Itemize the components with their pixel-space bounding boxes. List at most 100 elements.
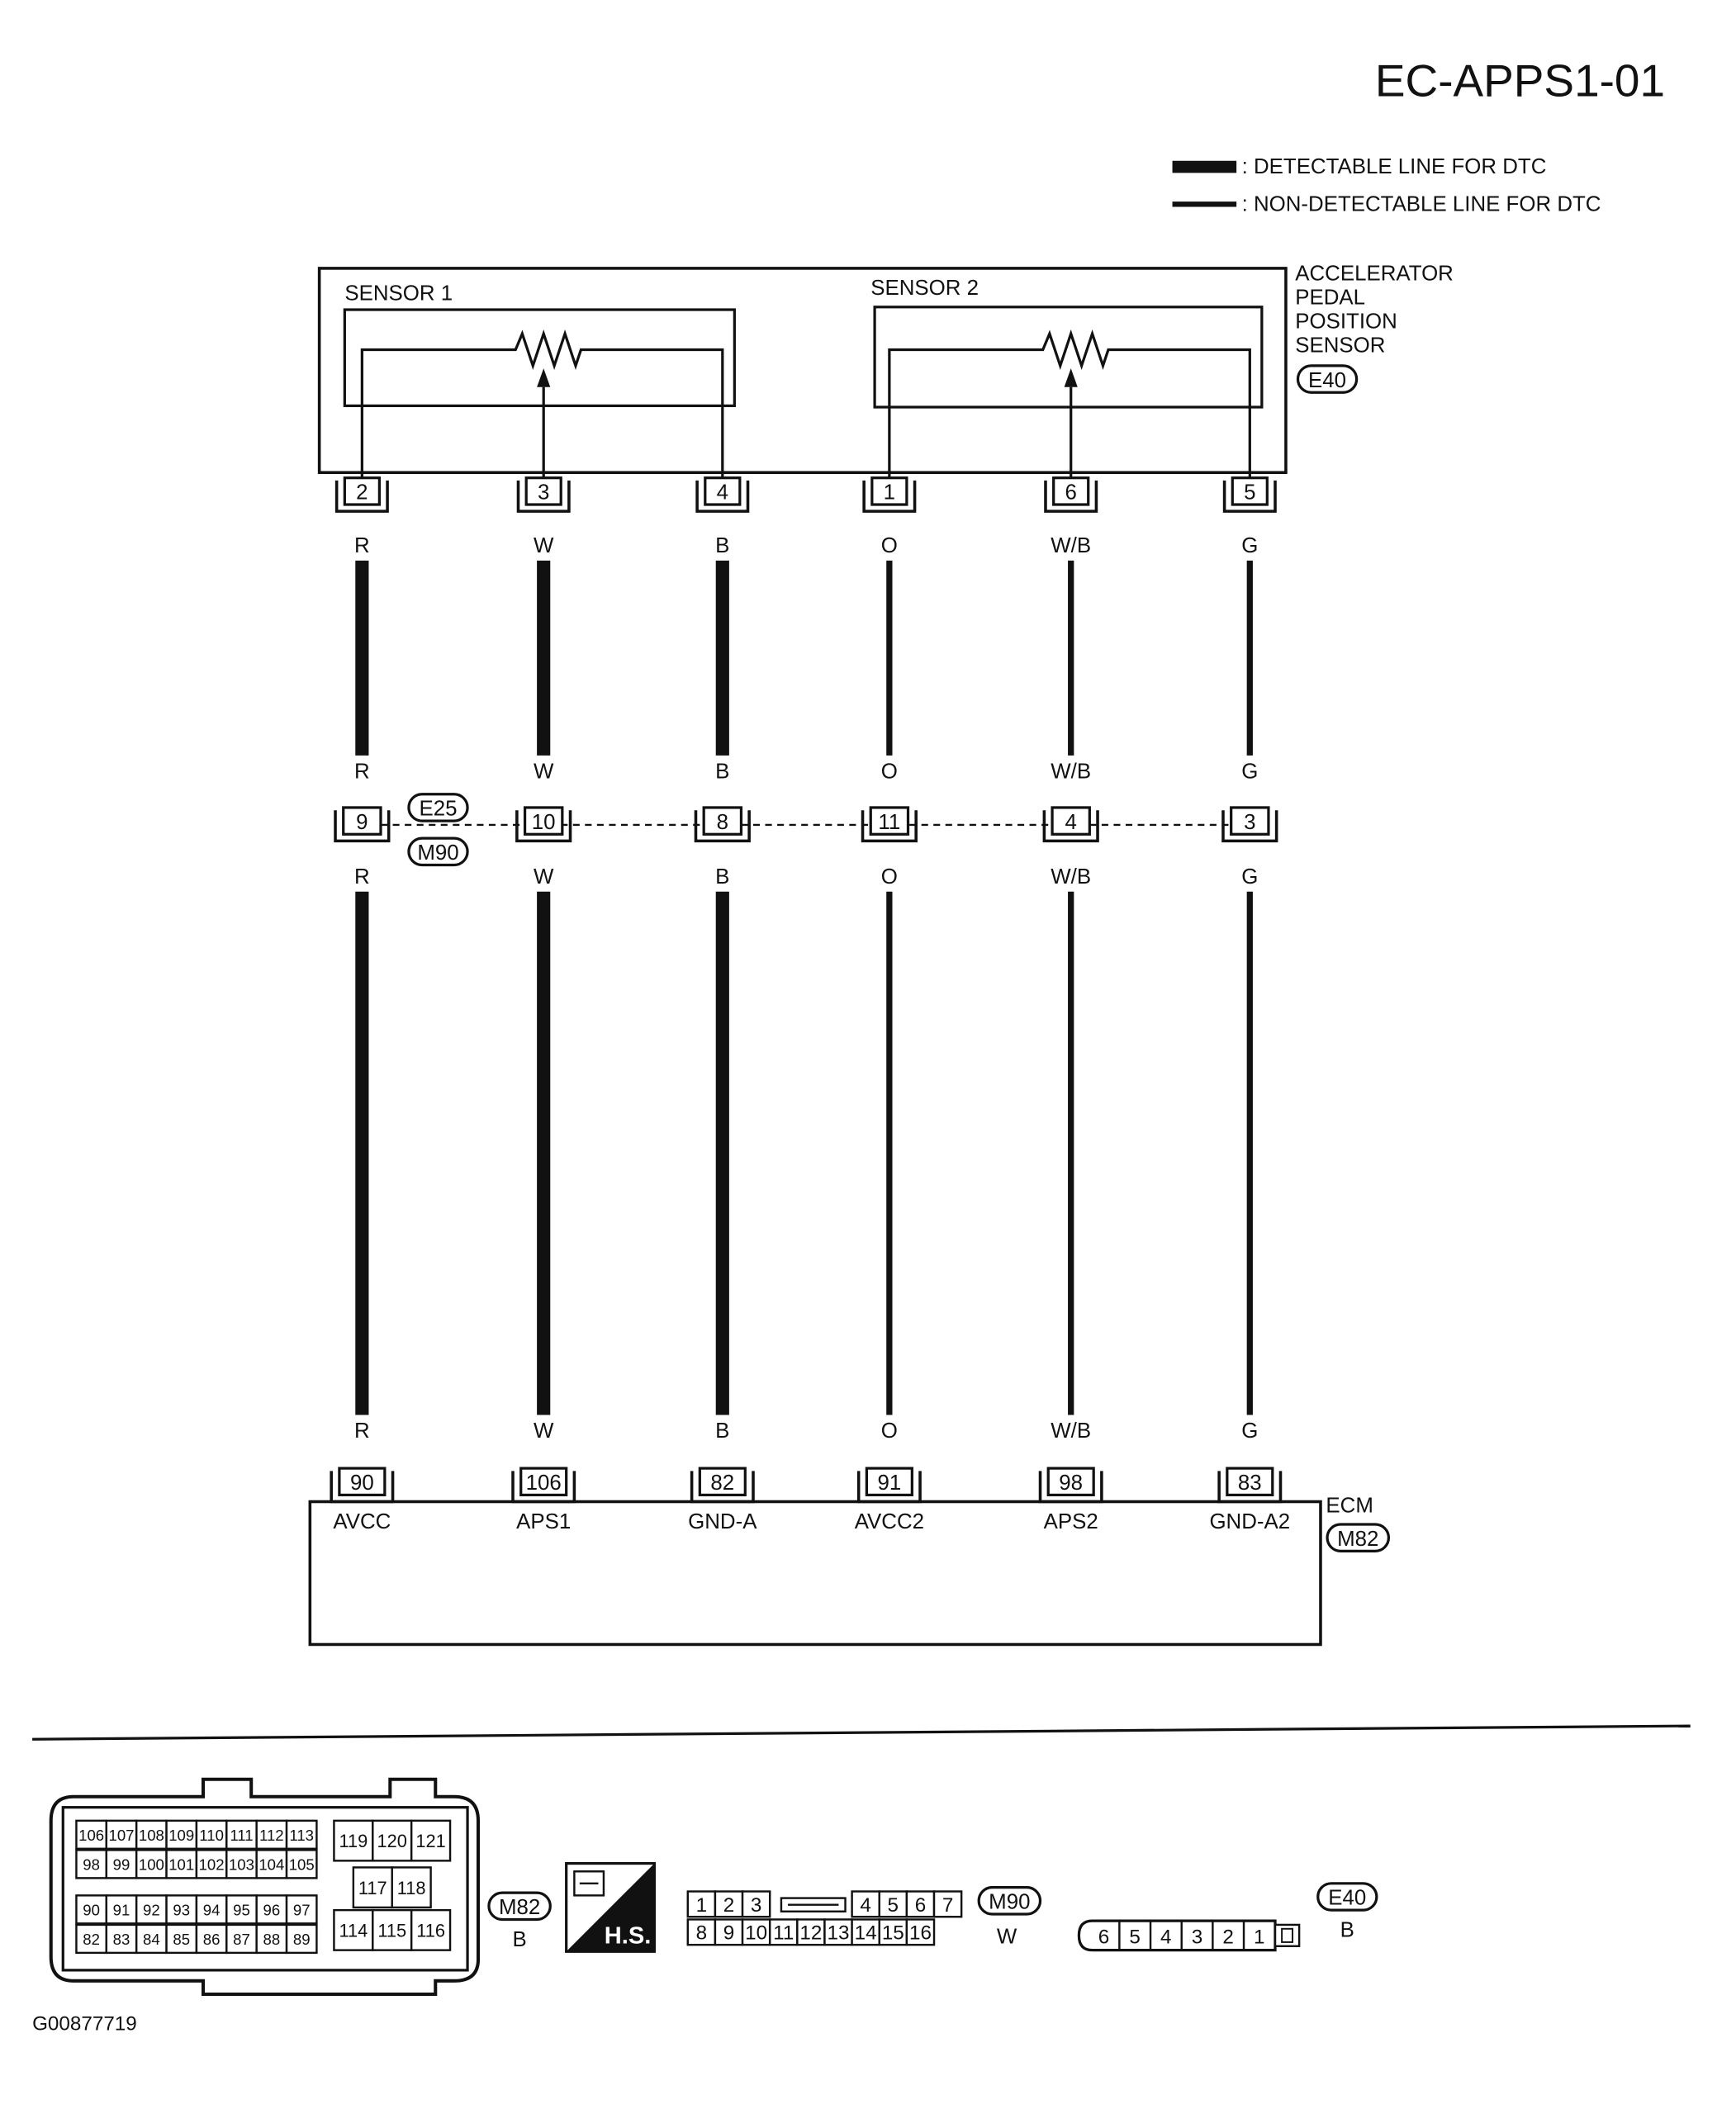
sensor1-box [343, 308, 736, 408]
sensor-pin-3-bracket [516, 480, 571, 513]
ecm-connector-badge [1326, 1523, 1391, 1552]
m82-pin-110-number: 110 [199, 1827, 224, 1844]
sensor-pin-3-box [524, 476, 562, 506]
joint-pin-4: 4 [1042, 806, 1099, 843]
m82-pin-93-number: 93 [173, 1902, 190, 1919]
ecm-pin-106-bracket [511, 1471, 576, 1504]
ecm-pin-98-number: 98 [1059, 1472, 1083, 1495]
m82-pin-97-cell [285, 1894, 318, 1925]
m90-color: W [997, 1926, 1017, 1949]
sensor2-wiper-arrow [1064, 368, 1078, 387]
sensor-pin-5-box [1231, 476, 1269, 506]
m82-pin-108-number: 108 [139, 1827, 164, 1844]
m90-pin-9-cell [714, 1918, 744, 1946]
m82-pin-116: 116 [410, 1908, 452, 1951]
m82-pin-119: 119 [333, 1819, 374, 1862]
m82-pin-88-number: 88 [263, 1931, 281, 1948]
m82-pin-83: 83 [105, 1923, 138, 1955]
sensor-pin-4-number: 4 [717, 481, 728, 505]
joint-pin-4-number: 4 [1065, 811, 1077, 834]
sensor-pin-1: 1 [862, 476, 917, 513]
wire-4-color-4: O [881, 1419, 898, 1443]
sensor-title-line-3: POSITION [1295, 310, 1397, 334]
e40-pin-1-number: 1 [1254, 1927, 1264, 1949]
m90-pin-14-number: 14 [855, 1922, 877, 1945]
ecm-box [308, 1500, 1322, 1647]
ecm-pin-91-box [865, 1467, 913, 1497]
m82-pin-86: 86 [195, 1923, 228, 1955]
joint-pin-10-number: 10 [532, 811, 556, 834]
ecm-pin-106-box [519, 1467, 568, 1497]
sensor-pin-2-number: 2 [356, 481, 368, 505]
joint-pin-8-box [702, 806, 743, 836]
ecm-terminal-name-aps1: APS1 [516, 1510, 571, 1533]
m90-pin-6-number: 6 [915, 1894, 926, 1917]
sensor-pin-2-box [343, 476, 381, 506]
m82-pin-85-cell [165, 1923, 198, 1955]
m82-pin-107-cell [105, 1819, 138, 1851]
sensor-title-line-2: PEDAL [1295, 287, 1365, 310]
m90-pin-14-cell [851, 1918, 880, 1946]
m82-pin-116-cell [410, 1908, 452, 1951]
m82-pin-91: 91 [105, 1894, 138, 1925]
sensor-pin-2: 2 [334, 476, 389, 513]
ecm-pin-82-box [698, 1467, 747, 1497]
sensor-pin-5: 5 [1222, 476, 1277, 513]
sensor-title-line-1: ACCELERATOR [1295, 262, 1454, 285]
m82-pin-119-cell [333, 1819, 374, 1862]
image-code: G00877719 [32, 2013, 137, 2036]
ecm-pin-90-bracket [330, 1471, 395, 1504]
m82-pin-119-number: 119 [339, 1831, 368, 1851]
m90-pin-10: 10 [741, 1918, 771, 1946]
e40-pin-5-number: 5 [1129, 1927, 1140, 1949]
m82-pin-106-number: 106 [78, 1827, 104, 1844]
m90-pin-4-number: 4 [860, 1894, 870, 1917]
m82-pin-97-number: 97 [293, 1902, 311, 1919]
wire-5-color-3: W/B [1051, 865, 1091, 889]
legend: : DETECTABLE LINE FOR DTC : NON-DETECTAB… [1172, 155, 1601, 216]
wire-5-color-2: W/B [1051, 760, 1091, 783]
joint-pin-10-box [523, 806, 564, 836]
ecm-pin-83-box [1226, 1467, 1274, 1497]
m90-pin-14: 14 [851, 1918, 880, 1946]
joint-pin-9-box [342, 806, 382, 836]
wire-3-color-1: B [715, 534, 729, 557]
m90-pin-5-number: 5 [888, 1894, 899, 1917]
wire-3-color-3: B [715, 865, 729, 889]
m82-pin-90-number: 90 [83, 1902, 100, 1919]
ecm-pin-90: 90 [330, 1467, 395, 1504]
m82-pin-100-number: 100 [139, 1856, 164, 1874]
m82-pin-109-cell [165, 1819, 198, 1851]
e40-pin-6: 6 [1098, 1927, 1109, 1949]
ecm-connector-id: M82 [1337, 1528, 1378, 1551]
m90-pin-3-number: 3 [751, 1894, 761, 1917]
m90-pin-2: 2 [714, 1890, 744, 1918]
hs-connector-icon [573, 1870, 605, 1897]
m90-pin-15-number: 15 [882, 1922, 904, 1945]
m90-pin-4-cell [851, 1890, 880, 1918]
ecm-terminal-name-aps2: APS2 [1044, 1510, 1098, 1533]
m82-pin-88: 88 [255, 1923, 288, 1955]
m82-pin-90: 90 [75, 1894, 108, 1925]
sensor-connector-id: E40 [1308, 369, 1346, 392]
m90-pin-13-cell [823, 1918, 853, 1946]
m82-pin-83-cell [105, 1923, 138, 1955]
ecm-pin-82: 82 [690, 1467, 755, 1504]
m82-pin-120-cell [372, 1819, 413, 1862]
m82-pin-114-number: 114 [339, 1920, 368, 1941]
e40-outline [1077, 1919, 1277, 1952]
m82-pin-86-number: 86 [203, 1931, 221, 1948]
ecm-pin-98-bracket [1038, 1471, 1103, 1504]
m82-pin-104-cell [255, 1849, 288, 1879]
wire-1-color-3: R [354, 865, 370, 889]
m90-pin-9-number: 9 [723, 1922, 734, 1945]
ecm-terminal-name-gnd-a: GND-A [688, 1510, 757, 1533]
ecm-pin-83: 83 [1217, 1467, 1283, 1504]
joint-connector-e25-badge [407, 793, 469, 822]
e40-pin-3: 3 [1180, 1921, 1202, 1950]
m90-pin-2-number: 2 [723, 1894, 734, 1917]
m82-pin-87-cell [225, 1923, 258, 1955]
